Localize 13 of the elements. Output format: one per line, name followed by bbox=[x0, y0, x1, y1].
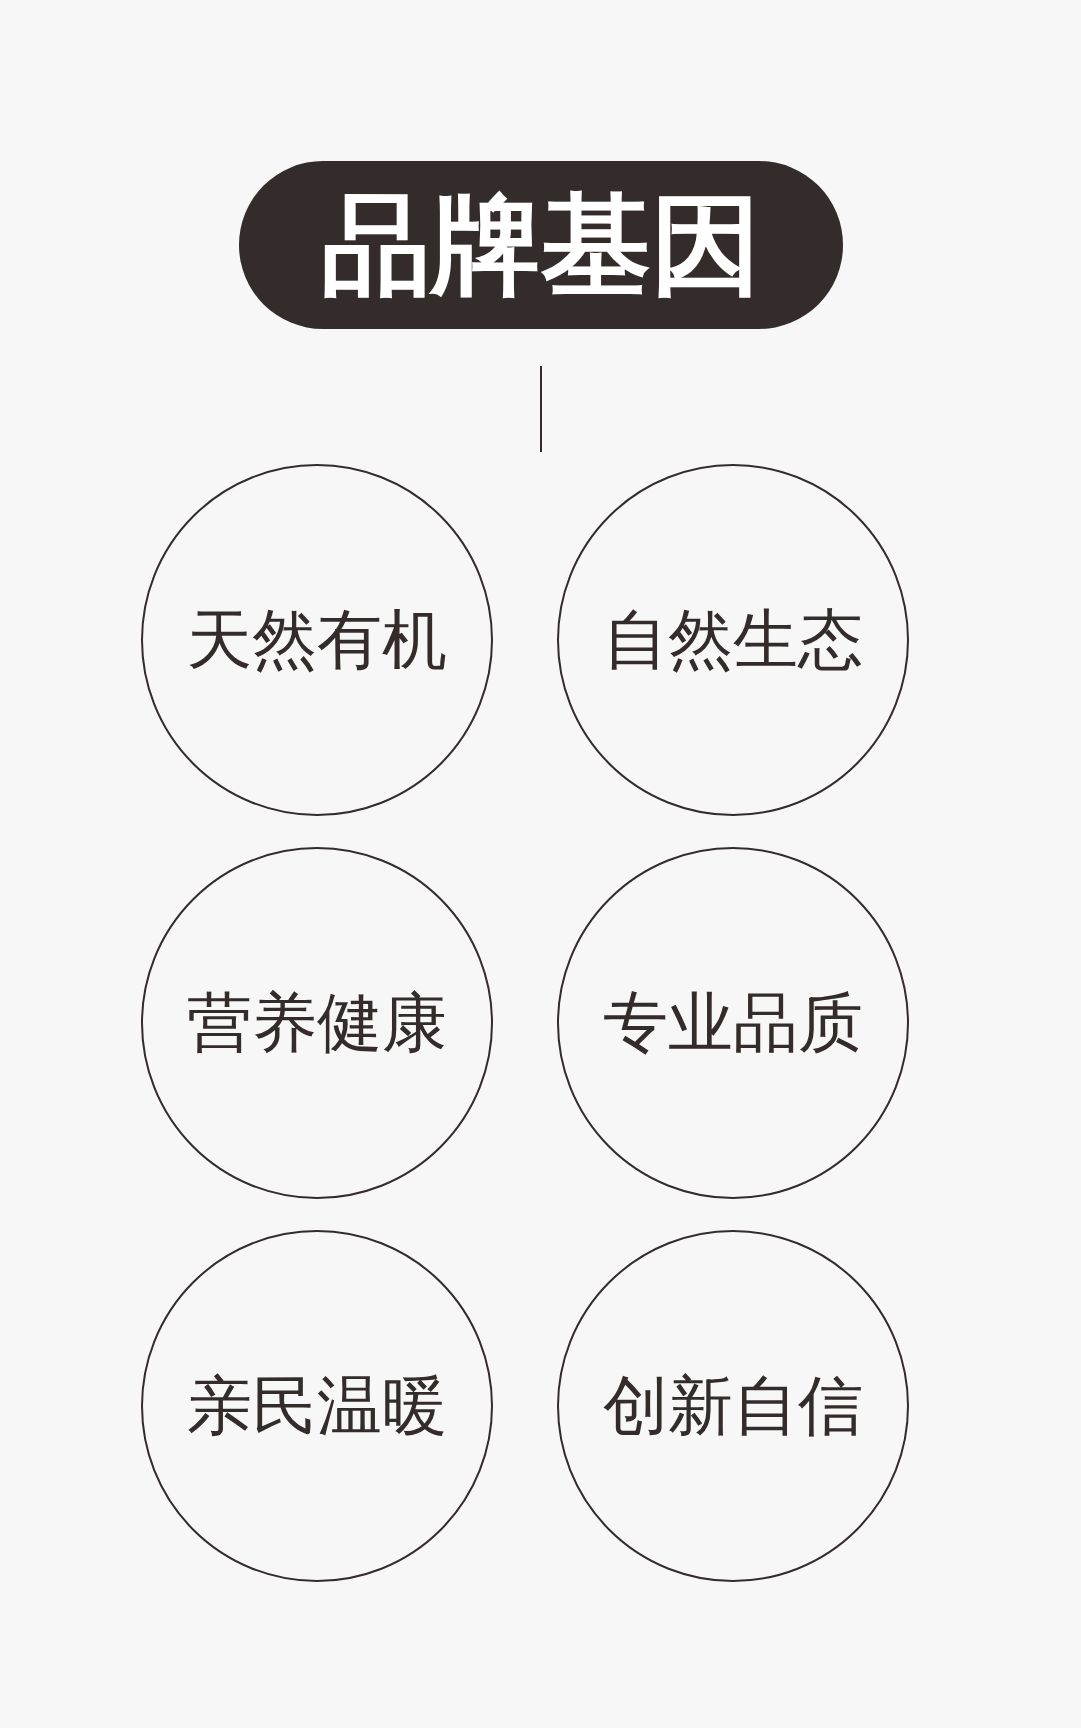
circle-node bbox=[141, 847, 493, 1199]
circle-label: 营养健康 bbox=[187, 987, 447, 1059]
circle-label: 天然有机 bbox=[187, 604, 447, 676]
circle-node bbox=[141, 1230, 493, 1582]
circle-node bbox=[557, 464, 909, 816]
title-text: 品牌基因 bbox=[321, 184, 761, 306]
circle-label: 自然生态 bbox=[603, 604, 863, 676]
circle-node bbox=[557, 1230, 909, 1582]
circle-label: 创新自信 bbox=[603, 1370, 863, 1442]
circle-label: 亲民温暖 bbox=[187, 1370, 447, 1442]
circle-label: 专业品质 bbox=[603, 987, 863, 1059]
circle-node bbox=[141, 464, 493, 816]
circle-node bbox=[557, 847, 909, 1199]
